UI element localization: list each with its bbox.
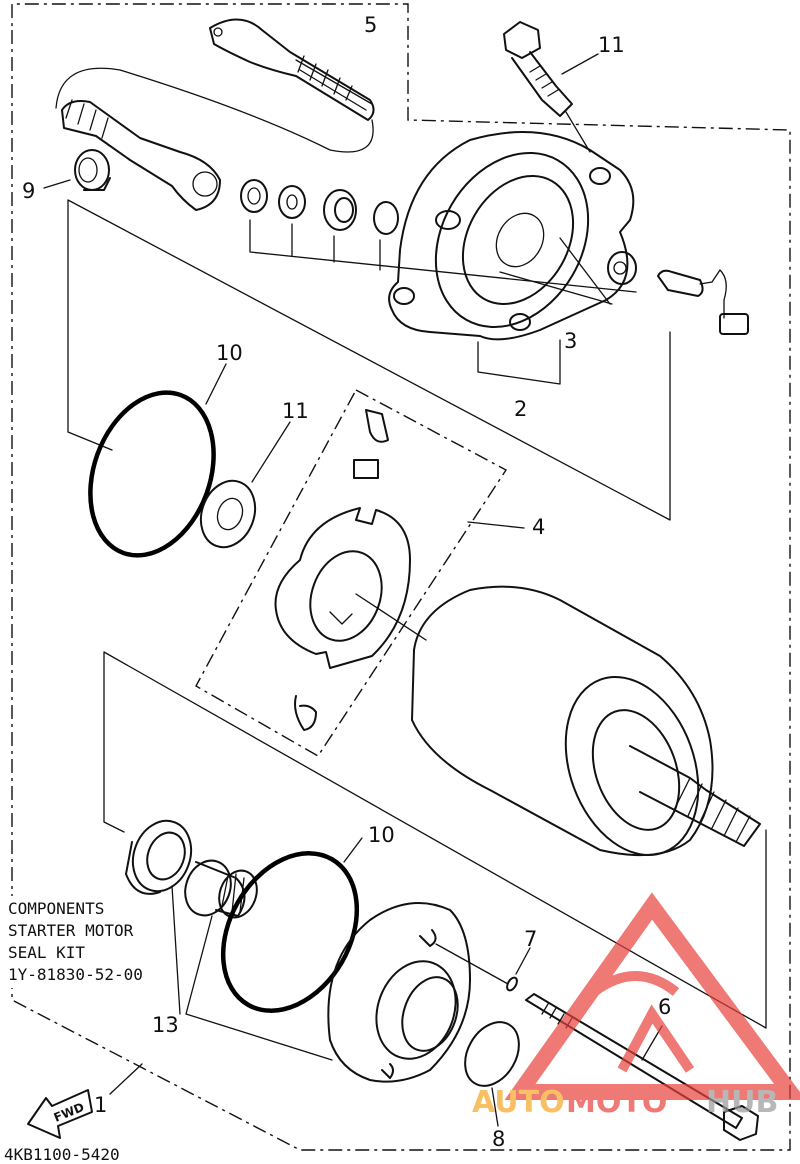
callout-8: 8 bbox=[492, 1127, 505, 1151]
upper-frame-lines bbox=[67, 199, 671, 521]
callout-3: 3 bbox=[564, 329, 577, 353]
components-note: COMPONENTS STARTER MOTOR SEAL KIT 1Y-818… bbox=[4, 896, 170, 988]
leader-4 bbox=[467, 521, 525, 529]
callout-9: 9 bbox=[22, 179, 35, 203]
brush-plate bbox=[274, 409, 411, 731]
cover-leader bbox=[435, 943, 509, 985]
note-line-3: SEAL KIT bbox=[8, 943, 85, 962]
bearing bbox=[184, 859, 258, 919]
callout-1: 1 bbox=[94, 1093, 107, 1117]
leader-10-lower bbox=[343, 837, 363, 863]
drawing-code: 4KB1100-5420 bbox=[4, 1145, 120, 1164]
lead-wire bbox=[55, 18, 375, 211]
leader-8 bbox=[491, 1087, 499, 1127]
brush-set-box bbox=[195, 389, 508, 757]
o-ring-upper bbox=[88, 390, 216, 558]
automotohub-watermark: AUTO MOTO HUB bbox=[472, 892, 800, 1120]
watermark-moto: MOTO bbox=[566, 1085, 667, 1120]
oil-seal bbox=[125, 819, 193, 895]
o-ring-8 bbox=[464, 1021, 520, 1087]
callout-10-lower: 10 bbox=[368, 823, 395, 847]
note-line-4: 1Y-81830-52-00 bbox=[8, 965, 143, 984]
yoke-leader bbox=[355, 593, 427, 641]
brush-lead bbox=[657, 269, 749, 335]
rear-bracket bbox=[388, 131, 637, 385]
leader-11 bbox=[251, 421, 291, 483]
bolt-12 bbox=[503, 21, 591, 153]
grommet bbox=[74, 149, 111, 191]
callout-12: 11 bbox=[598, 33, 625, 57]
lower-frame-lines bbox=[103, 651, 767, 1029]
o-ring-lower bbox=[220, 851, 360, 1013]
callout-4: 4 bbox=[532, 515, 545, 539]
seal-row bbox=[240, 179, 637, 293]
leader-3 bbox=[499, 237, 613, 305]
callout-10-upper: 10 bbox=[216, 341, 243, 365]
fwd-arrow: FWD bbox=[27, 1089, 93, 1139]
leader-9 bbox=[43, 179, 71, 189]
leader-1 bbox=[109, 1063, 143, 1095]
leader-13 bbox=[171, 885, 333, 1061]
yoke-assembly bbox=[411, 585, 761, 857]
washer bbox=[199, 479, 257, 549]
small-o-ring bbox=[506, 976, 518, 992]
callout-7: 7 bbox=[524, 927, 537, 951]
leader-10-upper bbox=[205, 363, 227, 405]
note-line-2: STARTER MOTOR bbox=[8, 921, 134, 940]
note-line-1: COMPONENTS bbox=[8, 899, 104, 918]
callout-11: 11 bbox=[282, 399, 309, 423]
callout-6: 6 bbox=[658, 995, 671, 1019]
callout-2: 2 bbox=[514, 397, 527, 421]
callout-13: 13 bbox=[152, 1013, 179, 1037]
assembly-boundary bbox=[11, 3, 791, 1151]
callout-5: 5 bbox=[364, 13, 377, 37]
watermark-auto: AUTO bbox=[472, 1085, 565, 1120]
front-cover bbox=[327, 901, 471, 1083]
leader-7 bbox=[515, 947, 531, 975]
watermark-hub: HUB bbox=[706, 1085, 778, 1120]
leader-12 bbox=[561, 53, 599, 75]
